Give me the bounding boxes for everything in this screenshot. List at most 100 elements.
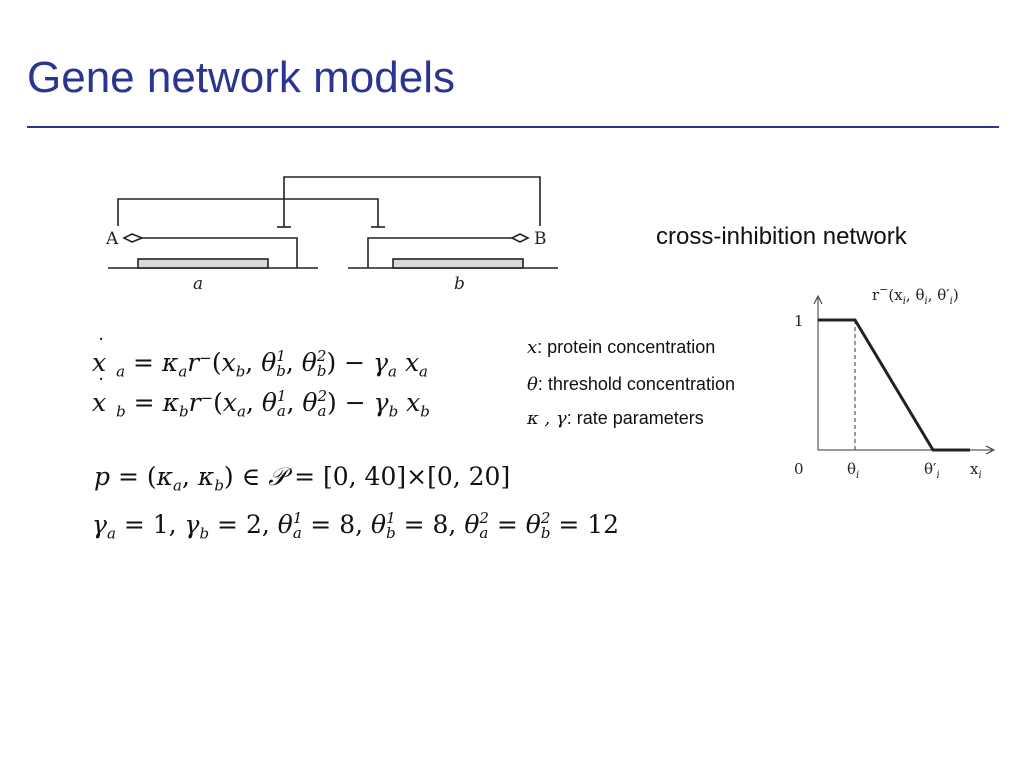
ps-k2-sub: b [214,476,224,495]
ps-close: ) [223,462,234,491]
plot-title-i3: i [950,296,953,307]
ps-times: × [406,462,428,491]
eq1-comma2: , [285,348,294,377]
production-arrow-b [367,237,512,268]
plot-title-close: ) [953,286,959,304]
pv-g2: γ [184,510,200,539]
ramp-function-plot: r−(xi, θi, θ′i) 1 0 θi θ′i xi [794,283,996,481]
pv-g1: γ [92,510,107,539]
eq1-th1: θ [261,348,277,377]
eq1-arg: x [221,348,236,377]
eq2-th1-sup: 1 [276,387,287,406]
ps-in: ∈ [241,462,261,491]
plot-theta-i-prime-sym: θ′ [924,460,937,478]
gene-box-a [137,258,269,269]
plot-theta-i-sym: θ [847,460,856,478]
eq2-decay-var-sub: b [420,402,430,421]
eq1-th2: θ [301,348,317,377]
eq1-rate-sub: a [178,362,188,381]
eq2-open: ( [213,388,223,417]
pv-t1: θ [277,510,293,539]
plot-title-fn: r [872,286,880,304]
pv-t3-sub: a [479,524,489,543]
protein-label-a: A [105,229,119,249]
pv-g1-sub: a [106,524,116,543]
eq1-minus: − [344,348,366,377]
plot-x-label: xi [970,460,982,481]
pv-v5: = [488,510,526,539]
eq2-decay-sub: b [388,402,399,421]
eq1-decay-var-sub: a [419,362,428,381]
pv-t1-sup: 1 [292,509,303,528]
plot-theta-i: θi [847,460,859,481]
parameter-space-equation: p = (κa, κb) ∈ 𝒫 = [0, 40]×[0, 20] [94,462,511,495]
plot-theta-i-sub: i [856,470,859,481]
pv-v1: = 1, [115,510,185,539]
ps-space: 𝒫 [268,462,287,491]
eq2-th2-sup: 2 [317,387,327,406]
ps-interval1: [0, 40] [323,462,407,491]
eq2-arg: x [222,388,237,417]
pv-t4: θ [525,510,541,539]
pv-v6: = 12 [550,510,620,539]
legend-protein-symbol: x [527,337,538,358]
eq2-fn-sup: − [200,388,214,407]
plot-x-axis-arrow [985,445,996,455]
eq2-lhs-var: x [92,388,107,417]
eq1-fn: r [187,348,200,377]
pv-t1-sub: a [292,524,302,543]
pv-t2-sub: b [386,524,396,543]
eq2-th1: θ [261,388,277,417]
ps-k2: κ [197,462,215,491]
plot-y-axis-arrow [813,294,823,305]
legend-rates: κ , γ: rate parameters [527,407,704,430]
eq1-dot: ˙ [96,334,107,358]
protein-label-b: B [534,229,547,249]
pv-t2-sup: 1 [386,509,396,528]
eq1-close: ) [326,348,337,377]
pv-v2: = 2, [209,510,278,539]
network-caption: cross-inhibition network [656,223,907,250]
pv-v3: = 8, [302,510,371,539]
eq1-rate-sym: κ [161,348,179,377]
plot-title-sep1: , θ [906,286,925,304]
ps-open: ( [146,462,157,491]
title-divider [27,126,999,128]
inhibition-a-to-b [117,198,379,227]
ps-equals: = [117,462,139,491]
plot-title-i1: i [903,296,906,307]
inhibition-b-to-a [283,176,541,227]
legend-threshold-symbol: θ [527,374,538,395]
plot-title: r−(xi, θi, θ′i) [872,283,959,307]
plot-title-i2: i [924,296,927,307]
eq1-th1-sub: b [276,362,286,381]
eq2-th2-sub: a [317,402,327,421]
eq2-decay-var: x [406,388,421,417]
plot-title-args: (x [888,286,903,304]
gene-box-b [392,258,524,269]
eq1-decay-sym: γ [373,348,389,377]
eq1-th2-sup: 2 [316,347,327,366]
eq1-decay-var: x [404,348,420,377]
pv-t2: θ [371,510,387,539]
legend-protein-text: : protein concentration [537,337,716,357]
eq2-rate-sym: κ [162,388,179,417]
eq2-arg-sub: a [237,402,246,421]
eq1-comma1: , [245,348,254,377]
gene-label-a: a [193,274,203,294]
legend-rates-symbol: κ , γ [527,408,567,429]
eq1-open: ( [211,348,222,377]
ps-interval2: [0, 20] [427,462,511,491]
gene-network-schematic: A B a b [105,176,558,294]
slide-title: Gene network models [27,53,455,102]
eq1-decay-sub: a [388,362,397,381]
